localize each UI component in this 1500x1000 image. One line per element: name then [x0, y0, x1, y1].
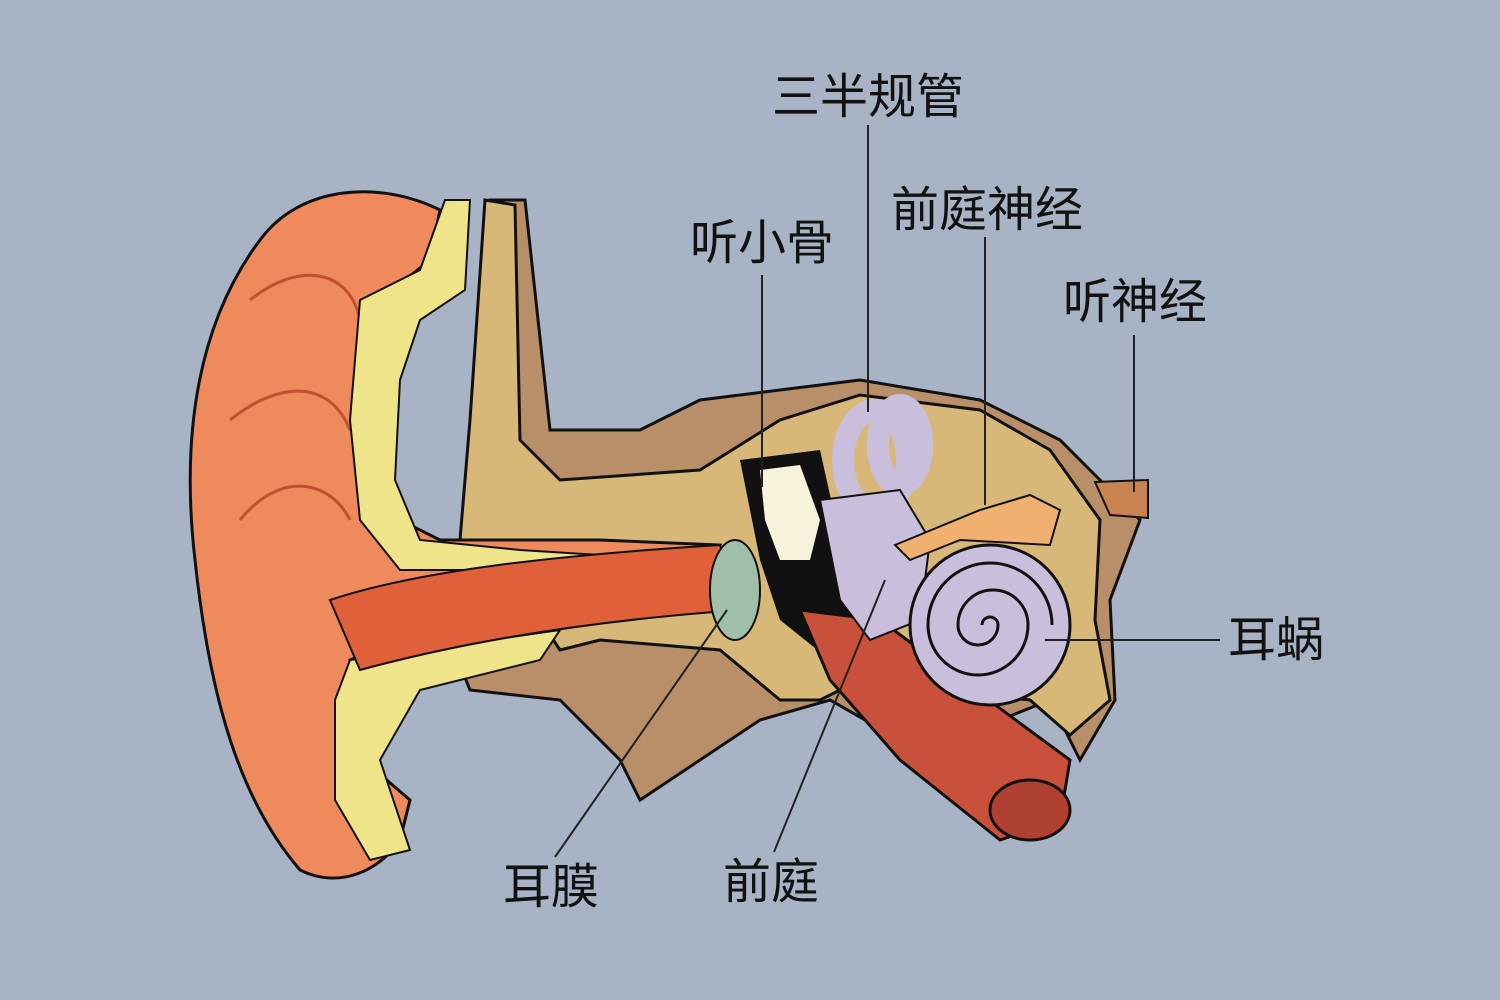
ossicles-shape — [760, 465, 820, 560]
label-cochlea: 耳蜗 — [1227, 612, 1325, 668]
label-vestibular-nerve: 前庭神经 — [890, 182, 1084, 238]
label-ossicles: 听小骨 — [689, 215, 835, 271]
cartilage-lower — [334, 628, 563, 862]
label-eardrum: 耳膜 — [502, 859, 600, 915]
cartilage-upper — [348, 199, 602, 571]
vestibular-nerve-shape — [893, 493, 1062, 562]
leader-eardrum — [554, 609, 728, 858]
label-semicircular-canals: 三半规管 — [771, 69, 965, 125]
cochlea-shape — [908, 543, 1072, 707]
label-auditory-nerve: 听神经 — [1062, 274, 1208, 330]
leader-vestibule — [773, 579, 886, 853]
auricle-fold — [229, 273, 362, 521]
tube-end — [988, 778, 1072, 842]
cochlea-spiral — [926, 561, 1054, 677]
label-vestibule: 前庭 — [722, 854, 820, 910]
